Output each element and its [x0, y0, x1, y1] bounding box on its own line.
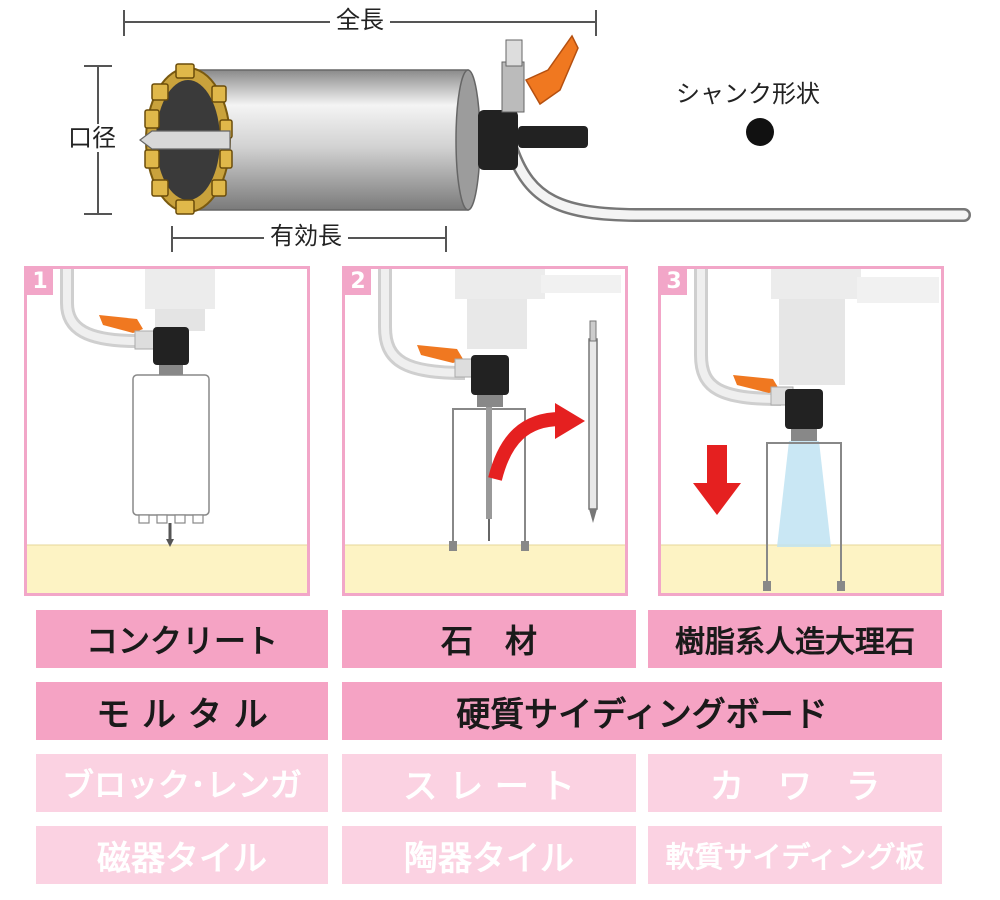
- step-2-illustration: [345, 269, 625, 593]
- material-cell-roof-tile: カ ワ ラ: [648, 754, 942, 812]
- material-cell-mortar: モ ル タ ル: [36, 682, 328, 740]
- material-cell-block-brick: ブロック･レンガ: [36, 754, 328, 812]
- step-1-illustration: [27, 269, 307, 593]
- material-cell-soft-siding-board: 軟質サイディング板: [648, 826, 942, 884]
- step-panel-2: 2: [342, 266, 628, 596]
- material-cell-slate: ス レ ー ト: [342, 754, 636, 812]
- step-number-badge: 3: [661, 269, 687, 295]
- step-number-badge: 1: [27, 269, 53, 295]
- core-drill-diagram: 全長 口径 有効長 シャンク形状: [0, 0, 1000, 260]
- effective-length-label: 有効長: [264, 222, 348, 250]
- step-number-badge: 2: [345, 269, 371, 295]
- total-length-label: 全長: [330, 6, 390, 34]
- material-cell-porcelain-tile: 磁器タイル: [36, 826, 328, 884]
- material-cell-resin-marble: 樹脂系人造大理石: [648, 610, 942, 668]
- material-cell-concrete: コンクリート: [36, 610, 328, 668]
- step-3-illustration: [661, 269, 941, 593]
- material-cell-ceramic-tile: 陶器タイル: [342, 826, 636, 884]
- shank-shape-icon: [746, 118, 774, 146]
- shank-shape-label: シャンク形状: [676, 80, 820, 108]
- material-cell-stone: 石 材: [342, 610, 636, 668]
- bore-diameter-label: 口径: [66, 124, 118, 152]
- core-drill-illustration: [84, 10, 971, 252]
- step-panel-3: 3: [658, 266, 944, 596]
- material-cell-hard-siding-board: 硬質サイディングボード: [342, 682, 942, 740]
- step-panel-1: 1: [24, 266, 310, 596]
